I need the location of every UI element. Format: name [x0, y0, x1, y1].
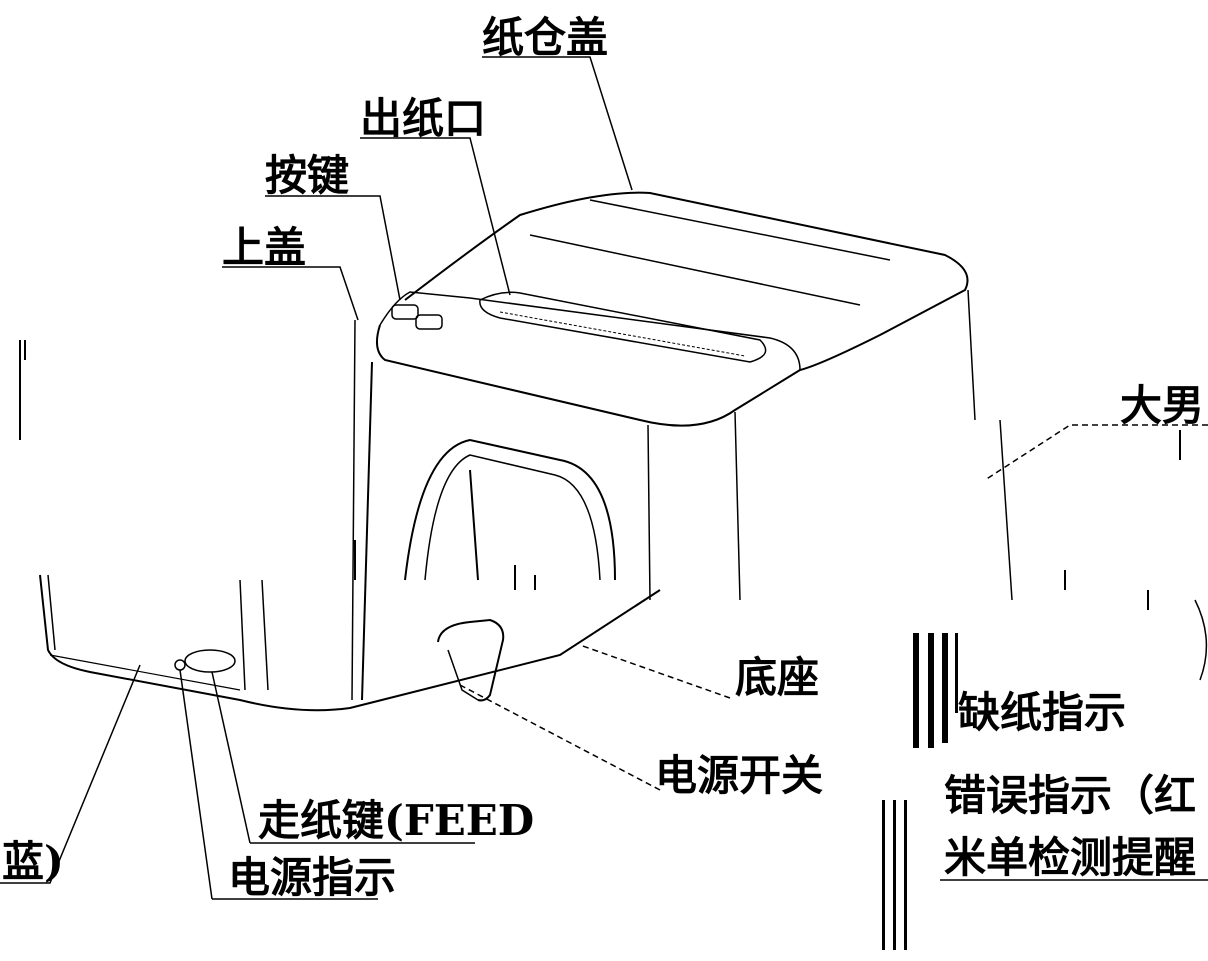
indicator-bar-5	[882, 800, 885, 950]
body-front-edge-2	[734, 411, 741, 601]
cover-seam-1	[589, 199, 891, 261]
power-indicator-led	[174, 659, 186, 671]
leader-blue-indicator	[0, 664, 141, 884]
indicator-bar-3	[942, 633, 948, 743]
key-button-1	[391, 304, 419, 320]
label-paper-outlet: 出纸口	[360, 94, 486, 143]
handle-arch-outer	[404, 438, 616, 581]
label-error-indicator: 错误指示（红	[944, 771, 1196, 820]
leader-paper-outlet	[360, 137, 511, 296]
indicator-bar-1	[913, 633, 919, 748]
leader-power-switch	[459, 684, 661, 791]
leader-main-body	[984, 424, 1208, 481]
body-right-edge	[967, 289, 976, 421]
indicator-bar-6	[893, 800, 896, 950]
leader-keys	[265, 195, 401, 301]
base-left-edge	[47, 574, 56, 651]
label-paper-cover: 纸仓盖	[482, 13, 608, 62]
body-right-edge-2	[999, 419, 1013, 601]
leader-power-indicator	[179, 669, 213, 900]
indicator-bar-4	[955, 633, 958, 713]
label-power-switch: 电源开关	[655, 751, 823, 800]
indicator-bar-2	[928, 633, 934, 748]
label-blue-fragment: 蓝)	[2, 837, 64, 886]
stray-marks	[19, 340, 1181, 610]
power-switch-outline	[437, 618, 505, 702]
handle-arch-inner	[424, 454, 601, 581]
leader-base	[579, 644, 731, 699]
paper-cover-lid	[404, 191, 969, 371]
leader-lines	[0, 56, 1208, 900]
indicator-bars	[882, 633, 958, 950]
label-paper-out-indicator: 缺纸指示	[958, 688, 1126, 737]
leader-top-cover	[222, 266, 359, 321]
paper-outlet-teeth	[499, 311, 746, 357]
indicator-bar-7	[904, 800, 907, 950]
body-right-curve	[1194, 599, 1208, 681]
label-feed-key: 走纸键(FEED	[258, 796, 534, 845]
printer-outline	[19, 191, 1208, 712]
label-top-cover: 上盖	[222, 223, 306, 272]
label-keys: 按键	[265, 151, 349, 200]
body-left-edge-2	[351, 319, 356, 701]
label-power-indicator: 电源指示	[228, 853, 396, 902]
top-cover-edge	[375, 324, 801, 427]
feed-key-indicator	[184, 649, 236, 673]
base-lip	[49, 654, 241, 691]
base-front-edge	[39, 574, 661, 712]
cover-seam-2	[529, 234, 861, 306]
body-front-edge	[647, 424, 651, 601]
label-label-detect-reminder: 米单检测提醒（	[944, 833, 1208, 882]
base-corner	[239, 579, 246, 691]
key-button-2	[415, 314, 443, 330]
leader-paper-cover	[482, 56, 633, 191]
leader-feed-key	[211, 671, 251, 844]
base-corner-2	[261, 579, 269, 691]
power-switch-rocker	[447, 649, 479, 701]
body-left-edge	[361, 361, 373, 701]
paper-outlet-slot	[479, 291, 767, 363]
label-base: 底座	[735, 653, 819, 702]
top-cover-inner	[379, 291, 801, 371]
label-main-body: 大男	[1120, 381, 1204, 430]
